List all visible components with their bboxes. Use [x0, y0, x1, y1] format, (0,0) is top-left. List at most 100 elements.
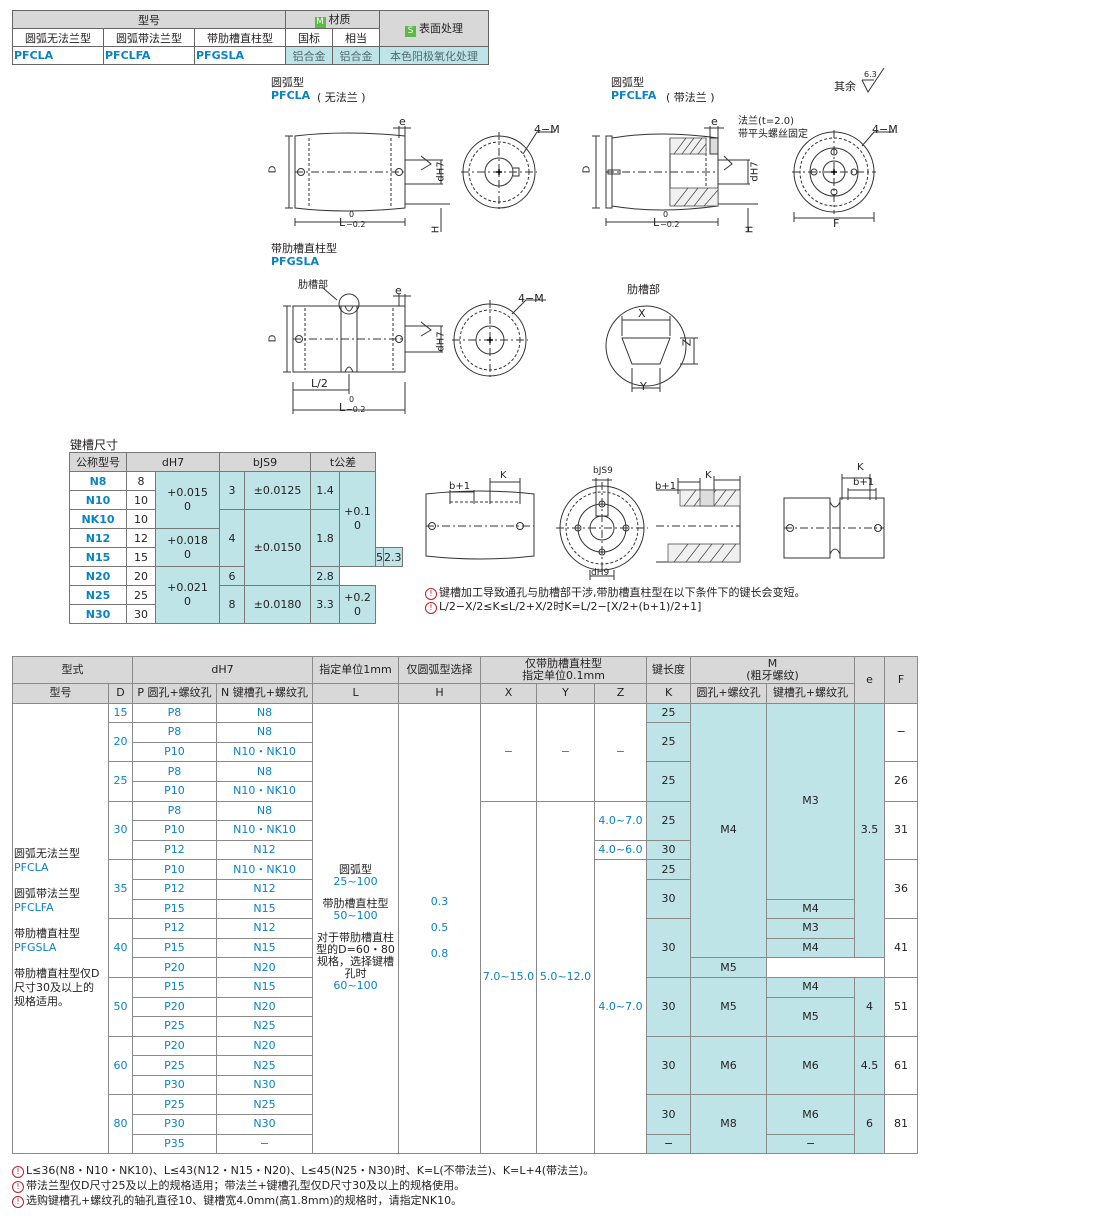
warning-icon: ! — [425, 588, 437, 600]
a-H-label: H — [430, 225, 442, 234]
model-line: 带肋槽直柱型仅D — [14, 967, 100, 981]
surface-title-text: 表面处理 — [419, 22, 463, 35]
L-line: 孔时 — [344, 967, 367, 981]
b-H-label: H — [744, 225, 756, 234]
X-cell: 7.0~15.0 — [480, 800, 538, 1155]
M2-cell: M3 — [766, 702, 856, 900]
K-cell: 30 — [646, 1094, 692, 1135]
note-1-text: L≤36(N8・N10・NK10)、L≤43(N12・N15・N20)、L≤45… — [26, 1164, 595, 1177]
kt-t: 2.3 — [383, 547, 403, 567]
kw-bjs9-label: bJS9 — [593, 466, 613, 476]
N-cell: N10・NK10 — [215, 741, 314, 763]
rib-X-label: X — [638, 307, 646, 320]
M2-cell: M4 — [766, 937, 856, 959]
kw-K-label: K — [500, 470, 507, 481]
D-cell: 35 — [108, 859, 133, 920]
c-e-label: e — [395, 284, 402, 297]
F-cell: 41 — [884, 918, 919, 978]
a-4m-label: 4−M — [534, 123, 560, 136]
warning-icon: ! — [12, 1196, 24, 1208]
N-cell: N12 — [215, 839, 314, 861]
K-cell: 30 — [646, 1035, 692, 1096]
M2-cell: M6 — [766, 1035, 856, 1096]
surface-value: 本色阳极氧化处理 — [379, 46, 489, 65]
K-cell: 25 — [646, 702, 692, 724]
P-cell: P15 — [132, 898, 217, 920]
model-line: PFCLA — [14, 861, 49, 875]
kt-code: N15 — [69, 547, 127, 567]
rib-detail-title: 肋槽部 — [627, 283, 660, 296]
b-L-tol-lo: −0.2 — [660, 220, 680, 229]
c-K: K — [646, 683, 692, 704]
c-M1: 圆孔+螺纹孔 — [690, 683, 768, 704]
kt-t-tol: +0.1 0 — [339, 471, 376, 567]
kt-d: 30 — [126, 604, 156, 624]
note-3: !选购键槽孔+螺纹孔的轴孔直径10、键槽宽4.0mm(高1.8mm)的规格时，请… — [12, 1192, 462, 1208]
H-line: 0.5 — [430, 921, 449, 935]
drawing-a-title: 圆弧型 — [271, 76, 304, 89]
model-gap — [14, 955, 108, 967]
M2-cell: M5 — [766, 996, 856, 1037]
kt-t: 1.8 — [310, 509, 340, 567]
rib-label: 肋槽部 — [298, 280, 328, 291]
F-cell: 81 — [884, 1094, 919, 1155]
drawing-b-code: PFCLFA — [611, 89, 657, 102]
c-L: L — [312, 683, 400, 704]
kw-b1-label-3: b+1 — [853, 477, 875, 488]
N-cell: N25 — [215, 1094, 314, 1116]
P-cell: P35 — [132, 1133, 217, 1155]
model-line: 规格适用。 — [14, 995, 69, 1009]
a-L-text: L — [339, 216, 346, 229]
material-std: 国标 — [285, 28, 333, 47]
type-2: 圆弧带法兰型 — [103, 28, 195, 47]
H-cell: 0.3 0.5 0.8 — [398, 702, 482, 1155]
c-Z: Z — [594, 683, 648, 704]
D-cell: 20 — [108, 722, 133, 763]
warning-icon: ! — [12, 1166, 24, 1178]
h-rib-unit: 指定单位0.1mm — [522, 669, 605, 682]
L-line: 型的D=60・80 — [316, 943, 395, 957]
kw-dh9-label: dH9 — [591, 568, 610, 578]
H-line: 0.3 — [430, 895, 449, 909]
M2-cell: − — [766, 1133, 856, 1155]
F-cell: 31 — [884, 800, 919, 861]
D-cell: 15 — [108, 702, 133, 724]
type-1: 圆弧无法兰型 — [12, 28, 104, 47]
type-3: 带肋槽直柱型 — [194, 28, 286, 47]
P-cell: P30 — [132, 1074, 217, 1096]
h-e: e — [854, 656, 886, 704]
model-line: 圆弧带法兰型 — [14, 887, 80, 901]
b-F-label: F — [833, 217, 840, 230]
L-cell: 圆弧型 25~100 带肋槽直柱型 50~100 对于带肋槽直柱 型的D=60・… — [312, 702, 400, 1155]
X-dash: − — [480, 702, 538, 802]
H-line: 0.8 — [430, 947, 449, 961]
D-cell: 80 — [108, 1094, 133, 1155]
F-cell: 36 — [884, 859, 919, 920]
P-cell: P15 — [132, 976, 217, 998]
kt-h-code: 公称型号 — [69, 452, 127, 472]
h-rib-only: 仅带肋槽直柱型 — [525, 657, 603, 670]
kt-h-t: t公差 — [310, 452, 376, 472]
model-line: 尺寸30及以上的 — [14, 981, 94, 995]
c-N: N 键槽孔+螺纹孔 — [215, 683, 314, 704]
Z-cell: 4.0~7.0 — [594, 859, 648, 1155]
model-line: 带肋槽直柱型 — [14, 927, 80, 941]
P-cell: P30 — [132, 1114, 217, 1135]
kt-code: N30 — [69, 604, 127, 624]
c-D-label: D — [267, 334, 279, 343]
drawing-c-side — [283, 287, 443, 414]
N-cell: N10・NK10 — [215, 820, 314, 841]
model-cell: 圆弧无法兰型 PFCLA 圆弧带法兰型 PFCLFA 带肋槽直柱型 PFGSLA… — [12, 702, 109, 1155]
kt-t-tol: +0.2 0 — [339, 585, 376, 624]
kt-h-b: bJS9 — [219, 452, 311, 472]
kw-K-label-3: K — [857, 462, 864, 473]
M2-cell: M4 — [766, 976, 856, 998]
c-dh7-label: dH7 — [435, 331, 447, 352]
e-cell: 4.5 — [854, 1035, 886, 1096]
c-L-label: L — [339, 401, 346, 414]
keyway-note-1-text: 键槽加工导致通孔与肋槽部干涉,带肋槽直柱型在以下条件下的键长会变短。 — [439, 586, 806, 599]
Y-cell: 5.0~12.0 — [536, 800, 596, 1155]
K-cell: 30 — [646, 976, 692, 1037]
F-cell: − — [884, 702, 919, 763]
